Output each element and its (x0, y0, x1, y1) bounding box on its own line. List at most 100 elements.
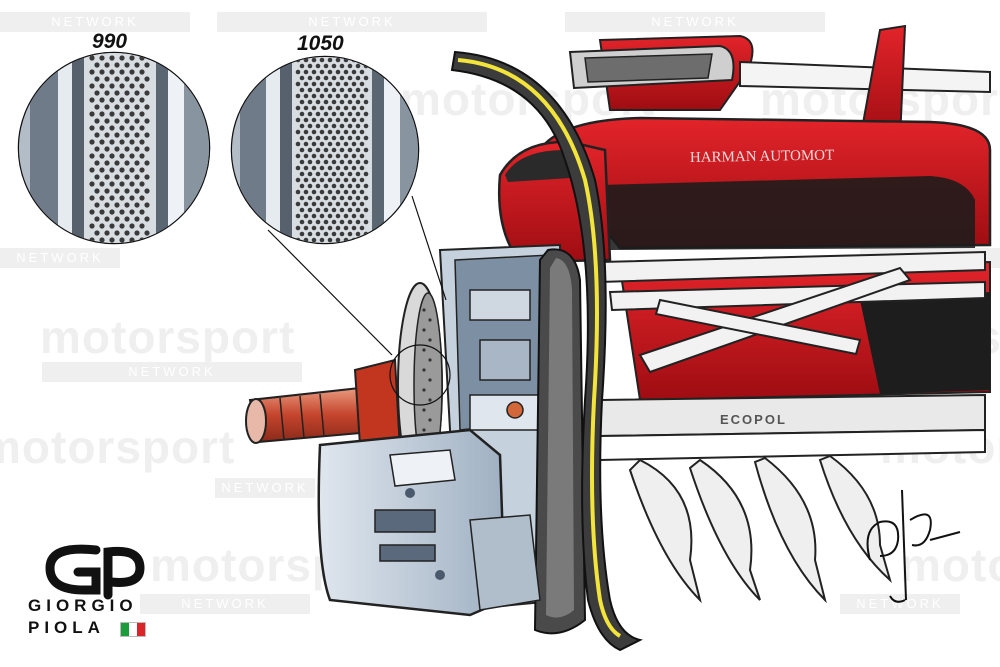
perforation-hole (307, 123, 313, 129)
perforation-hole (323, 159, 329, 165)
perforation-hole (331, 147, 337, 153)
floor-edge-lower (599, 428, 986, 462)
perforation-hole (355, 183, 361, 189)
perforation-hole (303, 201, 309, 207)
perforation-hole (144, 216, 150, 222)
watermark-brand: motorsport (40, 311, 296, 363)
perforation-hole (347, 135, 353, 141)
perforation-hole (299, 123, 305, 129)
watermark-bar: NETWORK (840, 594, 960, 614)
perforation-hole (144, 90, 150, 96)
perforation-hole (307, 207, 313, 213)
perforation-hole (104, 146, 110, 152)
diffuser-strake (753, 456, 827, 604)
perforation-hole (351, 189, 357, 195)
perforation-hole (327, 165, 333, 171)
perforation-hole (319, 237, 325, 243)
perforation-hole (315, 183, 321, 189)
perforation-hole (109, 97, 115, 103)
perforation-hole (319, 201, 325, 207)
perforation-hole (89, 111, 95, 117)
perforation-hole (351, 225, 357, 231)
perforation-hole (119, 69, 125, 75)
perforation-hole (311, 225, 317, 231)
perforation-hole (311, 69, 317, 75)
perforation-hole (119, 153, 125, 159)
perforation-hole (89, 153, 95, 159)
perforation-hole (359, 81, 365, 87)
perforation-hole (311, 153, 317, 159)
perforation-hole (343, 81, 349, 87)
perforation-hole (94, 90, 100, 96)
italian-flag (120, 622, 146, 637)
perforation-hole (129, 139, 135, 145)
perforation-hole (295, 93, 301, 99)
upright-slot (379, 544, 436, 562)
perforation-hole (114, 160, 120, 166)
perforation-hole (351, 117, 357, 123)
perforation-hole (355, 111, 361, 117)
perforation-hole (299, 63, 305, 69)
perforation-hole (99, 153, 105, 159)
perforation-hole (134, 76, 140, 82)
perforation-hole (114, 132, 120, 138)
cover-shadow (600, 176, 975, 250)
perforation-hole (119, 97, 125, 103)
perforation-hole (347, 231, 353, 237)
perforation-hole (299, 231, 305, 237)
perforation-hole (331, 135, 337, 141)
watermark-brand: motorsport (900, 539, 1000, 591)
perforation-hole (295, 81, 301, 87)
perforation-hole (323, 63, 329, 69)
perforation-hole (363, 135, 369, 141)
perforation-hole (129, 55, 135, 61)
yellow-highlight (457, 58, 622, 638)
perforation-hole (303, 105, 309, 111)
perforation-hole (335, 81, 341, 87)
perforation-hole (124, 160, 130, 166)
perforation-hole (109, 223, 115, 229)
perforation-hole (99, 237, 105, 243)
perforation-hole (303, 189, 309, 195)
perforation-hole (335, 69, 341, 75)
perforation-hole (327, 93, 333, 99)
perforation-hole (295, 225, 301, 231)
perforation-hole (331, 75, 337, 81)
perforation-hole (303, 93, 309, 99)
perforation-hole (311, 165, 317, 171)
perforation-hole (139, 125, 145, 131)
perforation-hole (327, 213, 333, 219)
perforation-hole (343, 117, 349, 123)
perforation-hole (343, 105, 349, 111)
axle-cap (245, 398, 267, 444)
perforation-hole (124, 174, 130, 180)
diffuser-strake (688, 458, 761, 601)
perforation-hole (323, 231, 329, 237)
perforation-hole (124, 216, 130, 222)
logo-text-piola: PIOLA (28, 618, 105, 637)
perforation-hole (331, 87, 337, 93)
perforation-hole (359, 237, 365, 243)
perforation-hole (307, 63, 313, 69)
perforation-hole (124, 62, 130, 68)
flag-stripe-white (129, 623, 137, 636)
perforation-hole (311, 129, 317, 135)
perforation-hole (343, 69, 349, 75)
caliper-lower (469, 514, 541, 611)
perforation-hole (359, 69, 365, 75)
perforation-hole (89, 83, 95, 89)
perforation-hole (299, 147, 305, 153)
perforation-hole (331, 195, 337, 201)
perforation-hole (343, 141, 349, 147)
perforation-hole (299, 171, 305, 177)
perforation-hole (339, 111, 345, 117)
perforation-hole (311, 93, 317, 99)
perforation-hole (124, 230, 130, 236)
watermark-bar: NETWORK (42, 362, 302, 382)
perforation-hole (134, 174, 140, 180)
perforation-hole (339, 99, 345, 105)
sidepod-dark (860, 292, 990, 394)
car-body (497, 24, 992, 604)
perforation-hole (303, 129, 309, 135)
perforation-hole (99, 55, 105, 61)
